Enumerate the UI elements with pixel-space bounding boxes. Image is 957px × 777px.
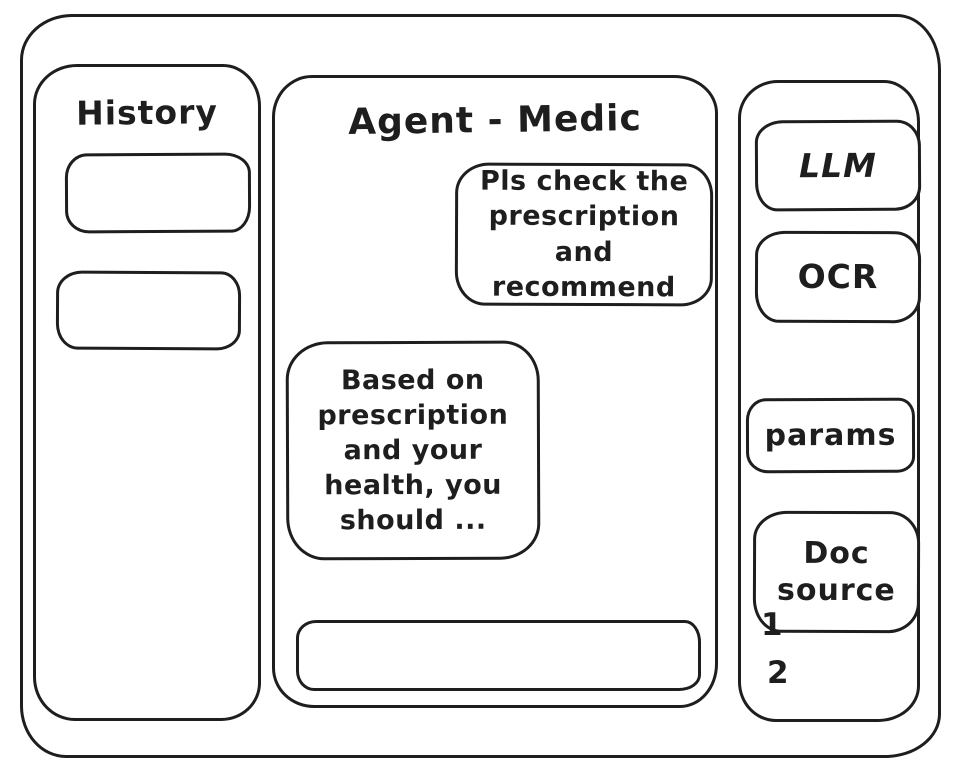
history-item-1[interactable] xyxy=(64,152,252,234)
llm-button[interactable]: LLM xyxy=(754,119,922,212)
user-message-text: Pls check the prescription and recommend xyxy=(479,165,689,303)
user-message-bubble: Pls check the prescription and recommend xyxy=(454,162,714,307)
tools-panel: LLM OCR params Doc source 1 2 xyxy=(738,80,922,722)
assistant-message-text: Based on prescription and your health, y… xyxy=(317,364,509,537)
params-button[interactable]: params xyxy=(745,397,916,474)
history-item-2[interactable] xyxy=(55,270,242,351)
doc-source-item-2[interactable]: 2 xyxy=(767,655,789,691)
assistant-message-bubble: Based on prescription and your health, y… xyxy=(285,340,541,561)
doc-source-list: 1 2 xyxy=(757,607,789,691)
message-input[interactable] xyxy=(296,620,701,691)
chat-panel: Agent - Medic Pls check the prescription… xyxy=(272,75,718,708)
history-title: History xyxy=(75,92,219,133)
ocr-button[interactable]: OCR xyxy=(754,230,922,324)
history-panel: History xyxy=(33,64,261,721)
chat-title: Agent - Medic xyxy=(347,97,643,144)
doc-source-item-1[interactable]: 1 xyxy=(761,607,783,643)
